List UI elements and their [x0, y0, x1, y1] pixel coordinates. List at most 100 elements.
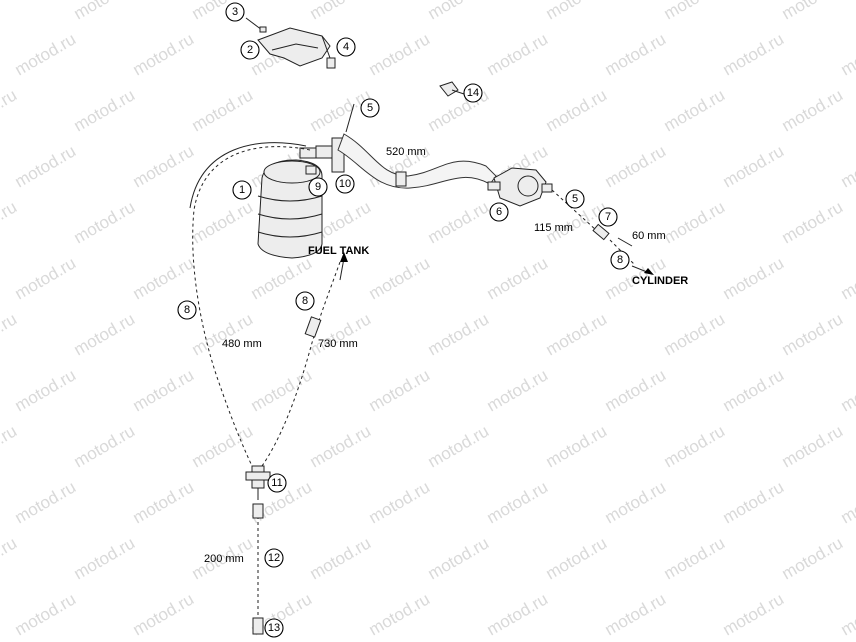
watermark-text: motod.ru: [425, 197, 493, 247]
cylinder-label: CYLINDER: [632, 275, 688, 287]
watermark-text: motod.ru: [425, 309, 493, 359]
dimension-730: 730 mm: [318, 338, 358, 350]
callout-5: 5: [360, 98, 380, 118]
watermark-text: motod.ru: [602, 29, 670, 79]
dimension-60: 60 mm: [632, 230, 666, 242]
svg-text:6: 6: [496, 206, 502, 218]
watermark-text: motod.ru: [543, 85, 611, 135]
watermark-text: motod.ru: [0, 0, 20, 23]
watermark-text: motod.ru: [720, 589, 788, 639]
watermark-text: motod.ru: [71, 309, 139, 359]
hose-480: [189, 142, 311, 467]
watermark-text: motod.ru: [661, 85, 729, 135]
svg-text:5: 5: [572, 193, 578, 205]
watermark-text: motod.ru: [130, 253, 198, 303]
callout-1: 1: [232, 180, 252, 200]
watermark-text: motod.ru: [602, 589, 670, 639]
watermark-text: motod.ru: [12, 477, 80, 527]
watermark-text: motod.ru: [720, 477, 788, 527]
watermark-text: motod.ru: [0, 85, 20, 135]
watermark-text: motod.ru: [779, 197, 847, 247]
watermark-text: motod.ru: [307, 533, 375, 583]
hose-730: [261, 261, 341, 467]
watermark-text: motod.ru: [130, 141, 198, 191]
watermark-text: motod.ru: [484, 365, 552, 415]
watermark-text: motod.ru: [425, 421, 493, 471]
watermark-text: motod.ru: [189, 421, 257, 471]
svg-text:4: 4: [343, 41, 349, 53]
watermark-text: motod.ru: [425, 0, 493, 23]
watermark-text: motod.ru: [720, 365, 788, 415]
watermark-text: motod.ru: [602, 141, 670, 191]
watermark-text: motod.ru: [248, 365, 316, 415]
dimension-200: 200 mm: [204, 553, 244, 565]
watermark-text: motod.ru: [543, 421, 611, 471]
watermark-text: motod.ru: [661, 197, 729, 247]
watermark-text: motod.ru: [661, 421, 729, 471]
callout-4: 4: [336, 37, 356, 57]
line-to-cylinder: [551, 189, 635, 265]
watermark-text: motod.ru: [307, 421, 375, 471]
dimension-520: 520 mm: [386, 146, 426, 158]
fuel-tank-label: FUEL TANK: [308, 245, 369, 257]
callout-6: 6: [489, 202, 509, 222]
watermark-text: motod.ru: [779, 421, 847, 471]
svg-text:11: 11: [271, 477, 282, 489]
watermark-text: motod.ru: [838, 477, 856, 527]
watermark-text: motod.ru: [838, 141, 856, 191]
hose-200: [252, 503, 264, 635]
svg-text:9: 9: [315, 181, 321, 193]
hose-520: [337, 103, 497, 189]
watermark-text: motod.ru: [12, 589, 80, 639]
svg-text:8: 8: [184, 304, 190, 316]
watermark-text: motod.ru: [779, 85, 847, 135]
watermark-text: motod.ru: [307, 309, 375, 359]
svg-text:1: 1: [239, 184, 245, 196]
watermark-text: motod.ru: [779, 533, 847, 583]
watermark-text: motod.ru: [0, 309, 20, 359]
dimension-115: 115 mm: [534, 222, 573, 234]
watermark-text: motod.ru: [366, 253, 434, 303]
bracket-assembly: [245, 17, 336, 69]
watermark-text: motod.ru: [425, 533, 493, 583]
callout-9: 9: [308, 177, 328, 197]
callout-8-left: 8: [177, 300, 197, 320]
svg-text:2: 2: [247, 44, 253, 56]
watermark-text: motod.ru: [661, 533, 729, 583]
svg-text:12: 12: [268, 552, 280, 564]
watermark-text: motod.ru: [12, 141, 80, 191]
watermark-text: motod.ru: [484, 589, 552, 639]
watermark-text: motod.ru: [189, 0, 257, 23]
watermark-text: motod.ru: [838, 253, 856, 303]
charcoal-canister: [257, 137, 345, 259]
callout-13: 13: [264, 618, 284, 638]
watermark-text: motod.ru: [838, 29, 856, 79]
watermark-text: motod.ru: [366, 29, 434, 79]
watermark-text: motod.ru: [779, 309, 847, 359]
watermark-text: motod.ru: [543, 533, 611, 583]
watermark-text: motod.ru: [720, 141, 788, 191]
watermark-text: motod.ru: [12, 365, 80, 415]
watermark-text: motod.ru: [130, 365, 198, 415]
dimension-480: 480 mm: [222, 338, 262, 350]
watermark-text: motod.ru: [484, 29, 552, 79]
callout-11: 11: [267, 473, 287, 493]
svg-text:3: 3: [232, 6, 238, 18]
callout-10: 10: [335, 174, 355, 194]
watermark-text: motod.ru: [71, 85, 139, 135]
watermark-text: motod.ru: [71, 421, 139, 471]
fuel-tank-arrowhead: [340, 252, 348, 262]
watermark-text: motod.ru: [366, 477, 434, 527]
watermark-text: motod.ru: [189, 197, 257, 247]
watermark-text: motod.ru: [307, 0, 375, 23]
cylinder-arrowhead: [644, 268, 654, 275]
watermark-text: motod.ru: [602, 477, 670, 527]
watermark-text: motod.ru: [661, 309, 729, 359]
watermark-text: motod.ru: [779, 0, 847, 23]
watermark-text: motod.ru: [12, 253, 80, 303]
svg-text:8: 8: [617, 254, 623, 266]
watermark-text: motod.ru: [543, 309, 611, 359]
watermark-text: motod.ru: [484, 477, 552, 527]
